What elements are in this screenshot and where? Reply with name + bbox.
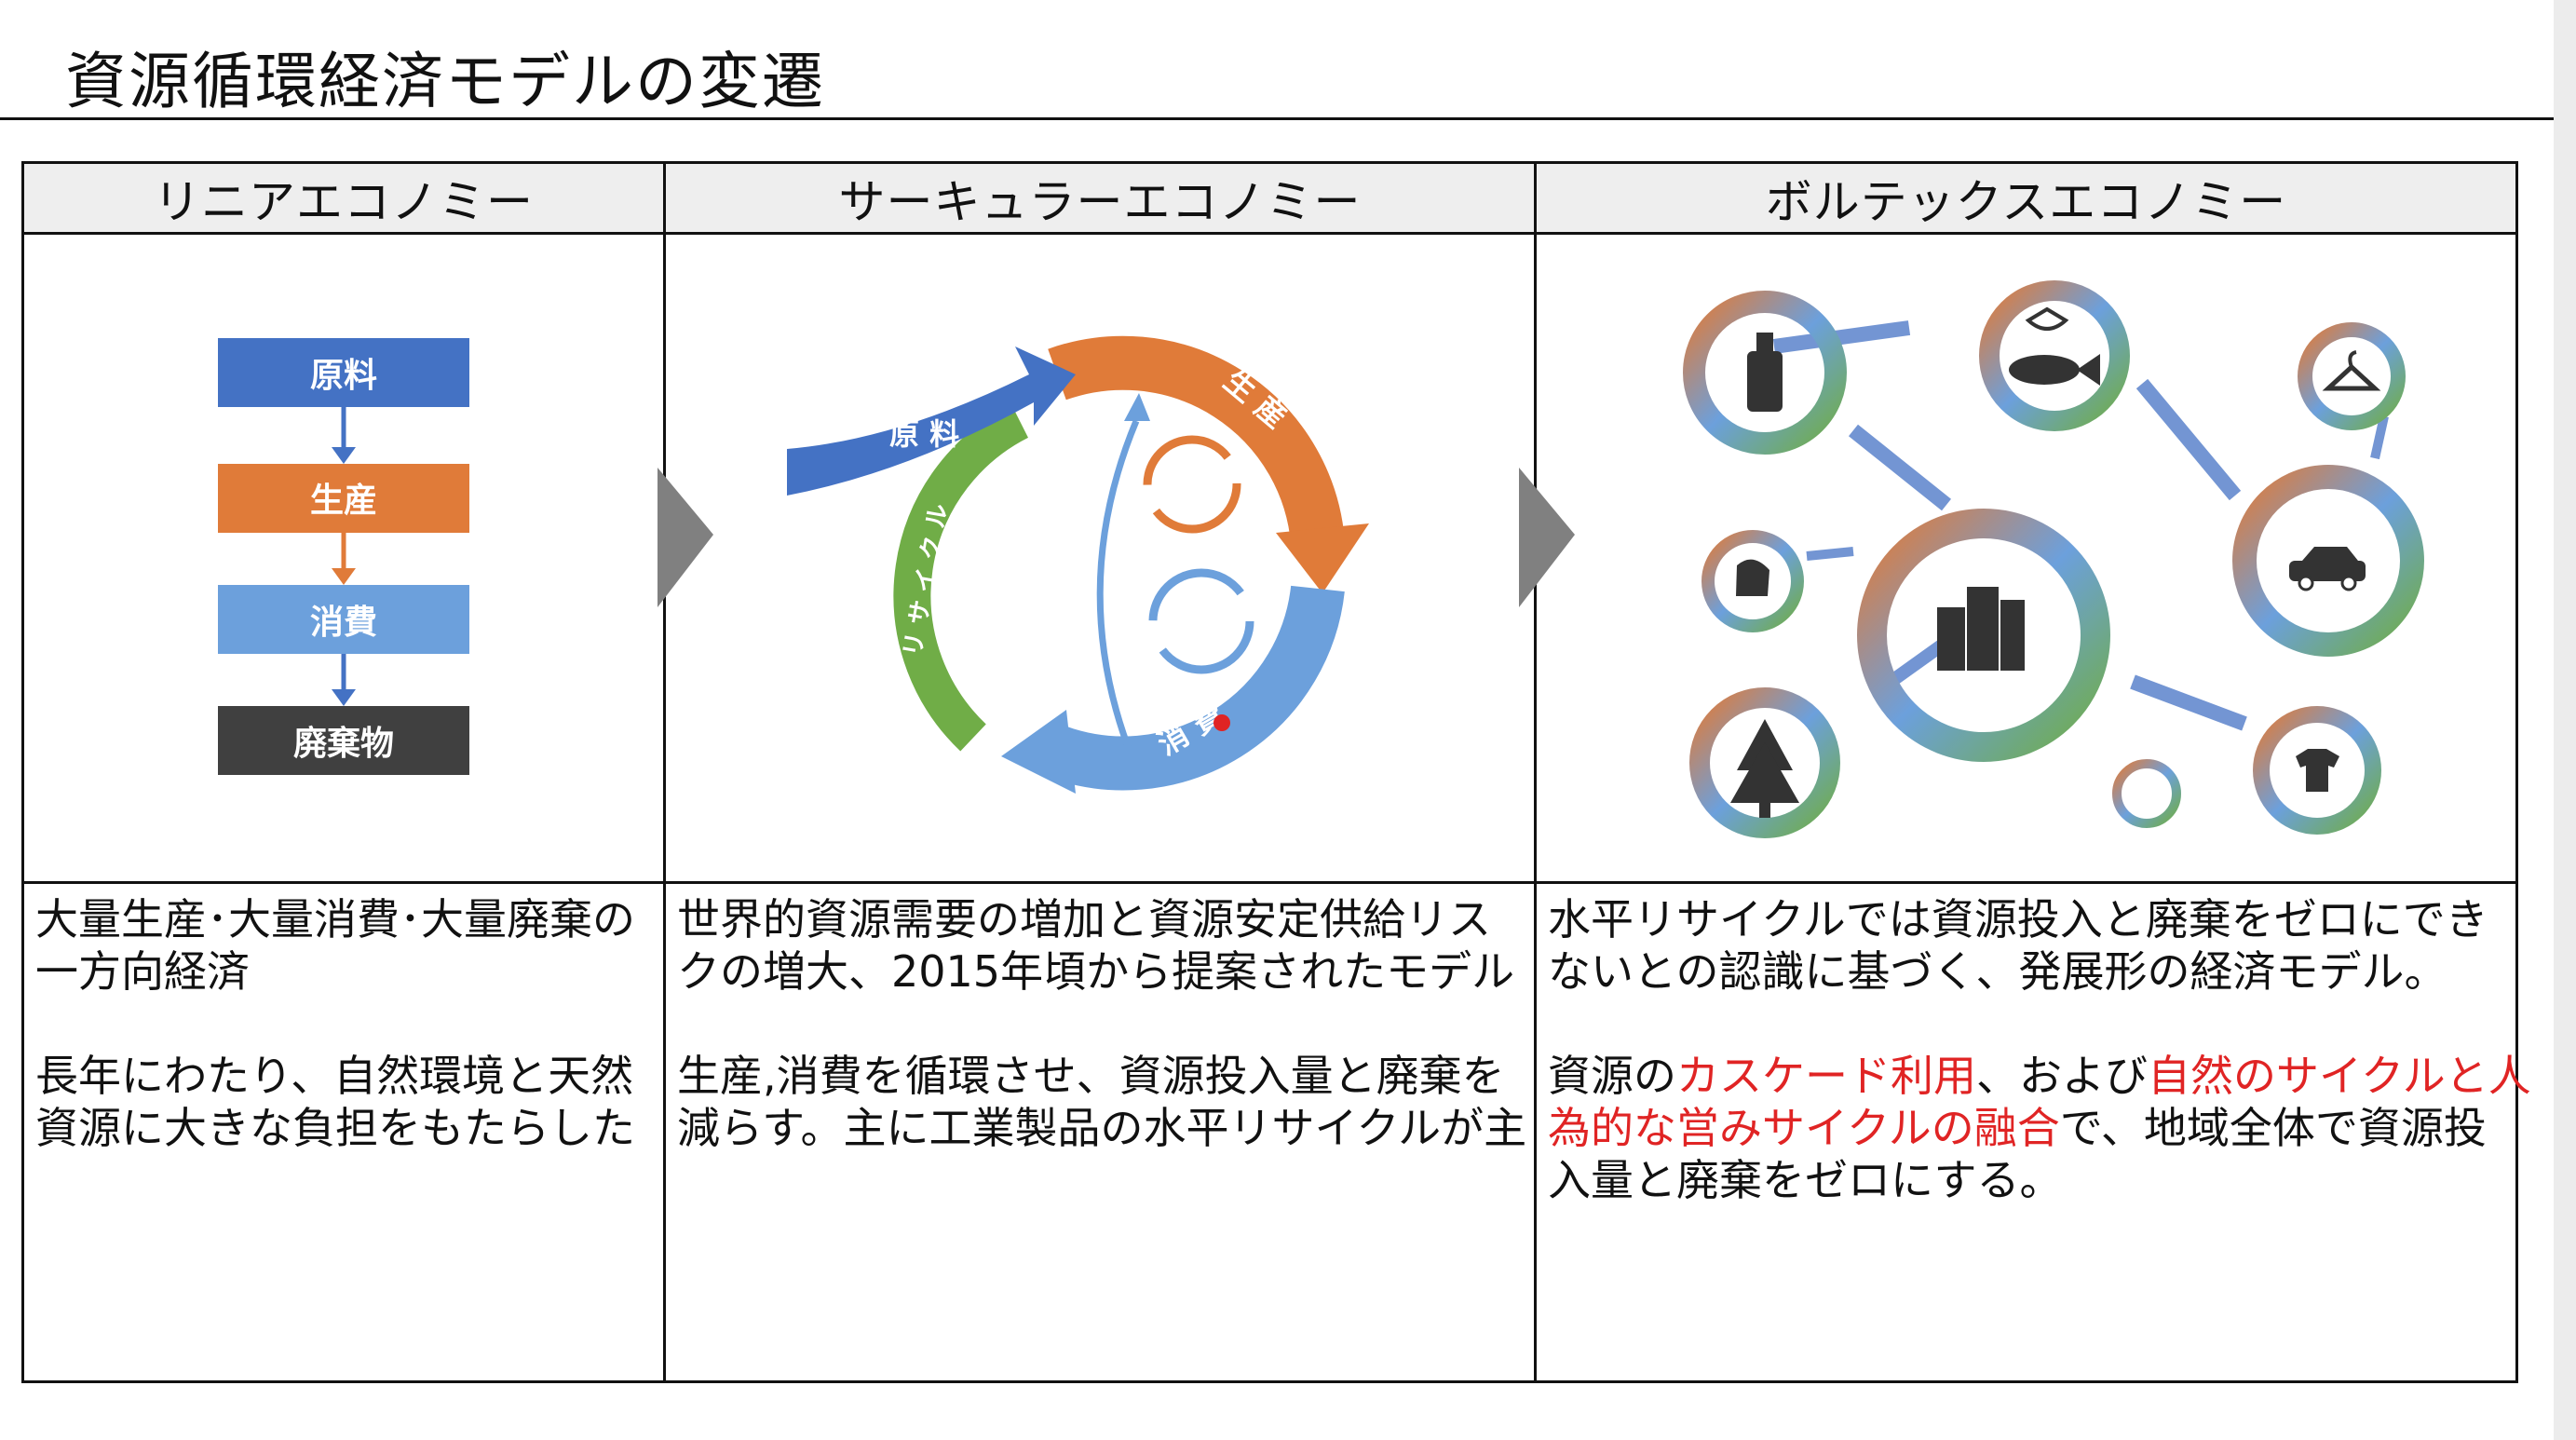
title-underline [0, 117, 2576, 120]
header-linear: リニアエコノミー [21, 161, 666, 235]
vortex-p2-a: 資源の [1548, 1051, 1676, 1101]
step-box-production [218, 464, 469, 533]
header-vortex: ボルテックスエコノミー [1534, 161, 2518, 235]
chair-icon [1736, 559, 1769, 596]
vortex-p2-c: 、および [1976, 1051, 2148, 1101]
vortex-p1-line1: 水平リサイクルでは資源投入と廃棄をゼロにでき [1548, 894, 2488, 944]
linear-p2-line1: 長年にわたり、自然環境と天然 [35, 1051, 634, 1101]
circular-diagram-cell: 原 料 生 産 消 費 リ サ イ ク ル [663, 232, 1575, 884]
bottle-icon [1747, 333, 1783, 412]
linear-flow-diagram: 原料 生産 消費 廃棄物 [218, 338, 469, 775]
step-box-waste [218, 706, 469, 775]
cursor-dot [1213, 714, 1230, 731]
vortex-p2-highlight-fusion-1: 自然のサイクルと人 [2148, 1051, 2531, 1101]
vortex-p2-g: 入量と廃棄をゼロにする。 [1548, 1155, 2063, 1205]
vortex-p1-line2: ないとの認識に基づく、発展形の経済モデル。 [1548, 946, 2447, 997]
label-material: 原 料 [889, 416, 959, 452]
vortex-description: 水平リサイクルでは資源投入と廃棄をゼロにでき ないとの認識に基づく、発展形の経済… [1534, 881, 2531, 1383]
step-box-material [218, 338, 469, 407]
step-label-production: 生産 [310, 482, 377, 520]
step-label-consumption: 消費 [310, 604, 377, 642]
circular-p1-line2: クの増大、2015年頃から提案されたモデル [677, 946, 1515, 997]
step-label-material: 原料 [310, 357, 377, 395]
step-label-waste: 廃棄物 [293, 725, 394, 763]
linear-p1-line2: 一方向経済 [35, 946, 250, 997]
circular-cycle-diagram: 原 料 生 産 消 費 リ サ イ ク ル [787, 335, 1369, 794]
vortex-network-diagram [1683, 280, 2424, 838]
tshirt-icon [2296, 749, 2339, 792]
scrollbar[interactable] [2554, 0, 2576, 1440]
economy-comparison-table: リニアエコノミー サーキュラーエコノミー ボルテックスエコノミー 原料 生産 消… [21, 161, 2531, 1383]
header-circular: サーキュラーエコノミー [663, 161, 1537, 235]
vortex-diagram-cell [1534, 232, 2518, 884]
vortex-p2-highlight-fusion-2: 為的な営みサイクルの融合 [1548, 1103, 2060, 1153]
circular-description: 世界的資源需要の増加と資源安定供給リス クの増大、2015年頃から提案されたモデ… [663, 881, 1537, 1383]
hanger-icon [2322, 350, 2381, 391]
tree-icon [1730, 719, 1799, 818]
car-icon [2289, 547, 2366, 591]
fish-icon [2009, 306, 2100, 386]
linear-description: 大量生産･大量消費･大量廃棄の 一方向経済 長年にわたり、自然環境と天然 資源に… [21, 881, 666, 1383]
linear-diagram-cell: 原料 生産 消費 廃棄物 [21, 232, 713, 884]
step-box-consumption [218, 585, 469, 654]
circular-p2-line2: 減らす。主に工業製品の水平リサイクルが主 [677, 1103, 1527, 1153]
linear-p2-line2: 資源に大きな負担をもたらした [35, 1103, 635, 1153]
buildings-icon [1937, 587, 2025, 671]
page-title: 資源循環経済モデルの変遷 [65, 46, 825, 117]
circular-p2-line1: 生産,消費を循環させ、資源投入量と廃棄を [677, 1051, 1505, 1101]
circular-p1-line1: 世界的資源需要の増加と資源安定供給リス [677, 894, 1491, 944]
linear-p1-line1: 大量生産･大量消費･大量廃棄の [35, 894, 635, 944]
vortex-p2-f: で、地域全体で資源投 [2059, 1103, 2487, 1153]
vortex-p2-highlight-cascade: カスケード利用 [1676, 1051, 1976, 1101]
